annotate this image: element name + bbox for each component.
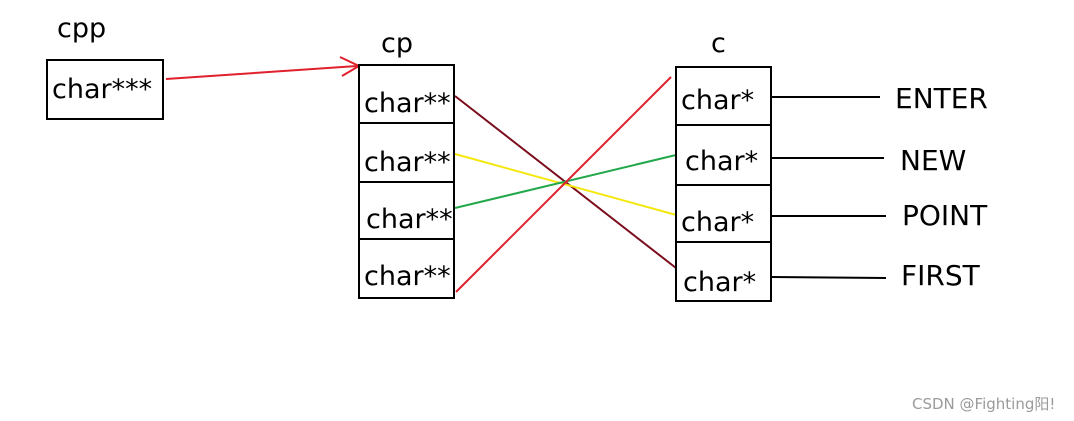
cp-cell-1: char** xyxy=(358,122,455,183)
cp-cell-2: char** xyxy=(358,181,455,240)
watermark: CSDN @Fighting阳! xyxy=(912,395,1056,413)
cpp-to-cp-arrow xyxy=(165,65,358,80)
string-new: NEW xyxy=(900,144,967,177)
cp-cell-3: char** xyxy=(358,238,455,299)
string-enter: ENTER xyxy=(895,82,988,115)
cpp-cell: char*** xyxy=(46,59,164,120)
c-cell-1: char* xyxy=(675,124,772,186)
c3-to-string-line xyxy=(770,276,887,279)
cp1-to-c2-link xyxy=(454,153,681,217)
string-first: FIRST xyxy=(901,259,980,292)
cp3-to-c0-link xyxy=(455,76,672,293)
c-cell-0: char* xyxy=(675,66,772,126)
c-cell-3: char* xyxy=(675,241,772,302)
c-label: c xyxy=(711,28,726,59)
cpp-label: cpp xyxy=(57,13,107,44)
cp-cell-0: char** xyxy=(358,64,455,124)
string-point: POINT xyxy=(902,199,988,232)
cp-label: cp xyxy=(381,28,413,59)
c-cell-2: char* xyxy=(675,184,772,243)
